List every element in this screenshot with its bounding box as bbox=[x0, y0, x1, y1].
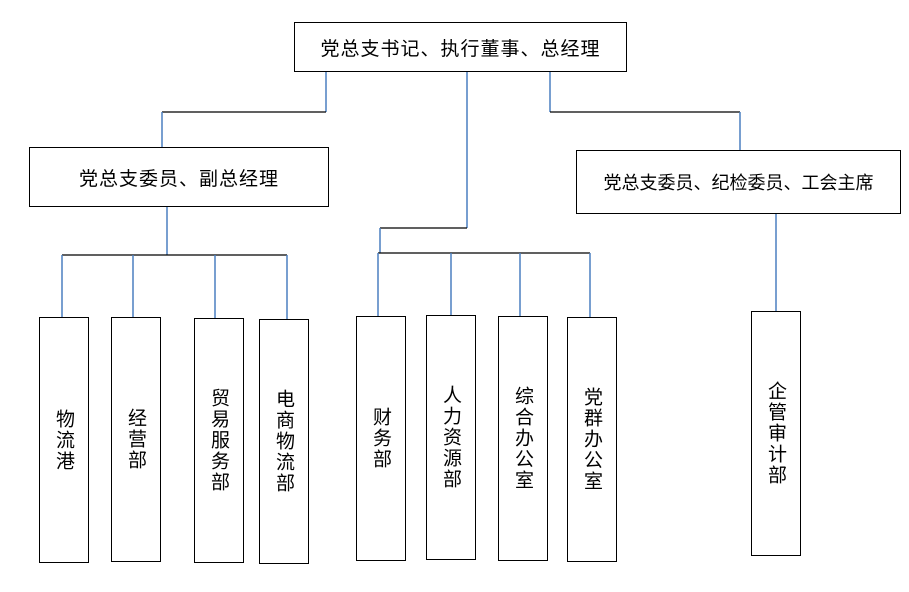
dept-management-audit-label: 企管审计部 bbox=[765, 381, 787, 486]
dept-operations: 经营部 bbox=[111, 317, 161, 562]
top-executive-label: 党总支书记、执行董事、总经理 bbox=[320, 37, 601, 60]
dept-party-office-label: 党群办公室 bbox=[581, 387, 603, 492]
dept-logistics-port: 物流港 bbox=[39, 317, 89, 563]
dept-trade-service: 贸易服务部 bbox=[194, 318, 244, 563]
dept-general-office: 综合办公室 bbox=[498, 316, 548, 561]
left-manager-label: 党总支委员、副总经理 bbox=[78, 167, 279, 190]
dept-management-audit: 企管审计部 bbox=[751, 311, 801, 556]
dept-ecommerce-logistics: 电商物流部 bbox=[259, 319, 309, 564]
dept-logistics-port-label: 物流港 bbox=[53, 408, 75, 472]
top-executive-box: 党总支书记、执行董事、总经理 bbox=[294, 22, 627, 72]
dept-trade-service-label: 贸易服务部 bbox=[208, 388, 230, 493]
dept-finance: 财务部 bbox=[356, 316, 406, 561]
dept-human-resources-label: 人力资源部 bbox=[440, 385, 462, 490]
dept-human-resources: 人力资源部 bbox=[426, 315, 476, 560]
dept-finance-label: 财务部 bbox=[370, 407, 392, 470]
dept-party-office: 党群办公室 bbox=[567, 317, 617, 562]
dept-general-office-label: 综合办公室 bbox=[512, 386, 534, 491]
dept-ecommerce-logistics-label: 电商物流部 bbox=[273, 389, 295, 494]
right-manager-box: 党总支委员、纪检委员、工会主席 bbox=[576, 150, 901, 214]
right-manager-label: 党总支委员、纪检委员、工会主席 bbox=[603, 173, 874, 194]
left-manager-box: 党总支委员、副总经理 bbox=[29, 147, 329, 207]
dept-operations-label: 经营部 bbox=[125, 408, 147, 471]
